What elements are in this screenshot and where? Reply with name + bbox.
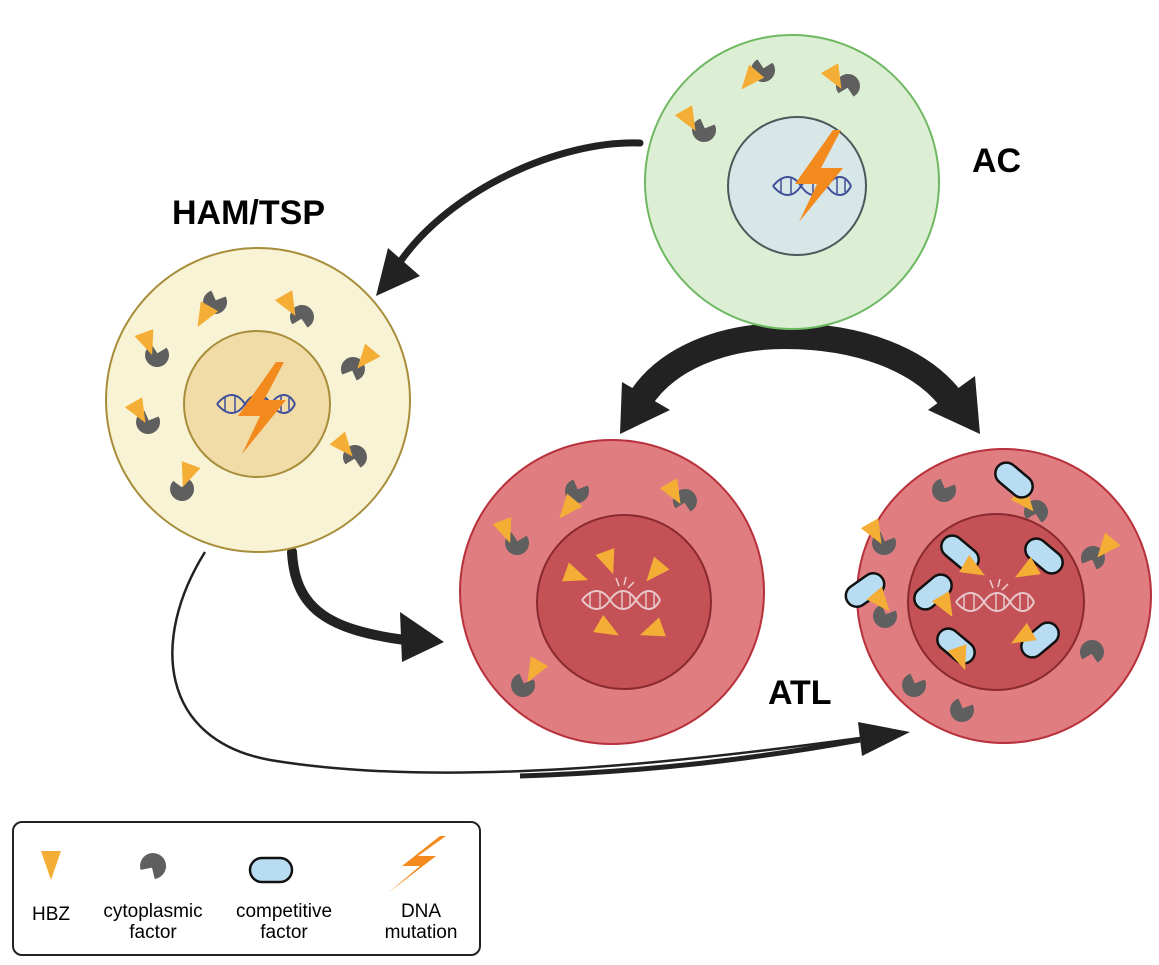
cytoplasmic-factor-icon — [340, 356, 365, 381]
cytoplasmic-factor-icon — [1079, 640, 1104, 663]
dna-damage-spark-icon — [989, 578, 1009, 591]
arrow-ac-to-ham — [376, 139, 644, 296]
cell-ac — [644, 34, 940, 330]
label-ac: AC — [972, 142, 1021, 180]
cytoplasmic-factor-icon — [1080, 545, 1105, 570]
hbz-icon — [562, 562, 589, 582]
legend-cytoplasmic-factor-icon — [140, 853, 166, 879]
competitive-factor-icon — [994, 461, 1034, 499]
hbz-icon — [124, 397, 146, 423]
hbz-icon — [559, 493, 583, 519]
hbz-icon — [646, 556, 670, 582]
legend-dna-mutation-icon — [388, 836, 446, 893]
hbz-icon — [1011, 622, 1037, 644]
hbz-icon — [860, 518, 882, 544]
cytoplasmic-factor-icon — [873, 604, 898, 629]
cytoplasmic-factor-icon — [932, 478, 957, 503]
hbz-icon — [595, 548, 615, 575]
cytoplasmic-factor-icon — [835, 74, 860, 97]
competitive-factor-icon — [1020, 621, 1060, 659]
cell-atl-right — [856, 448, 1152, 744]
cytoplasmic-factor-icon — [289, 305, 314, 328]
hbz-icon — [329, 431, 353, 457]
hbz-icon — [820, 63, 842, 89]
arrow-ac-to-atl-left — [620, 323, 798, 434]
hbz-icon — [527, 656, 549, 682]
dna-damage-spark-icon — [615, 576, 635, 589]
cytoplasmic-factor-icon — [950, 698, 975, 723]
cytoplasmic-factor-icon — [505, 532, 530, 555]
hbz-icon — [639, 617, 666, 637]
arrow-ham-to-atl-left — [287, 547, 444, 662]
cytoplasmic-factor-icon — [902, 673, 927, 698]
cell-ham-tsp — [105, 247, 411, 553]
cell-atl-left — [459, 439, 765, 745]
hbz-icon — [1015, 556, 1041, 578]
hbz-icon — [357, 343, 381, 369]
hbz-icon — [274, 290, 296, 316]
hbz-icon — [866, 586, 890, 612]
hbz-icon — [1010, 486, 1034, 512]
hbz-icon — [674, 105, 696, 131]
hbz-icon — [947, 644, 967, 671]
legend-label-hbz: HBZ — [32, 904, 70, 925]
hbz-icon — [1097, 532, 1121, 558]
arrow-ac-to-atl-right — [772, 323, 980, 434]
cytoplasmic-factor-icon — [170, 478, 195, 502]
hbz-icon — [134, 329, 154, 356]
hbz-icon — [181, 461, 201, 488]
hbz-icon — [741, 64, 765, 90]
hbz-icon — [659, 478, 681, 504]
hbz-icon — [197, 301, 219, 327]
cytoplasmic-factor-icon — [511, 673, 536, 698]
legend-competitive-factor-icon — [248, 856, 294, 884]
label-atl: ATL — [768, 674, 832, 712]
competitive-factor-icon — [1024, 537, 1064, 575]
hbz-icon — [492, 517, 512, 544]
hbz-icon — [959, 554, 985, 576]
hbz-icon — [931, 591, 953, 617]
label-ham-tsp: HAM/TSP — [172, 194, 325, 232]
cytoplasmic-factor-icon — [692, 118, 717, 143]
hbz-icon — [593, 614, 619, 636]
arrow-ham-to-atl-right — [171, 551, 910, 779]
legend-hbz-icon — [41, 851, 61, 880]
